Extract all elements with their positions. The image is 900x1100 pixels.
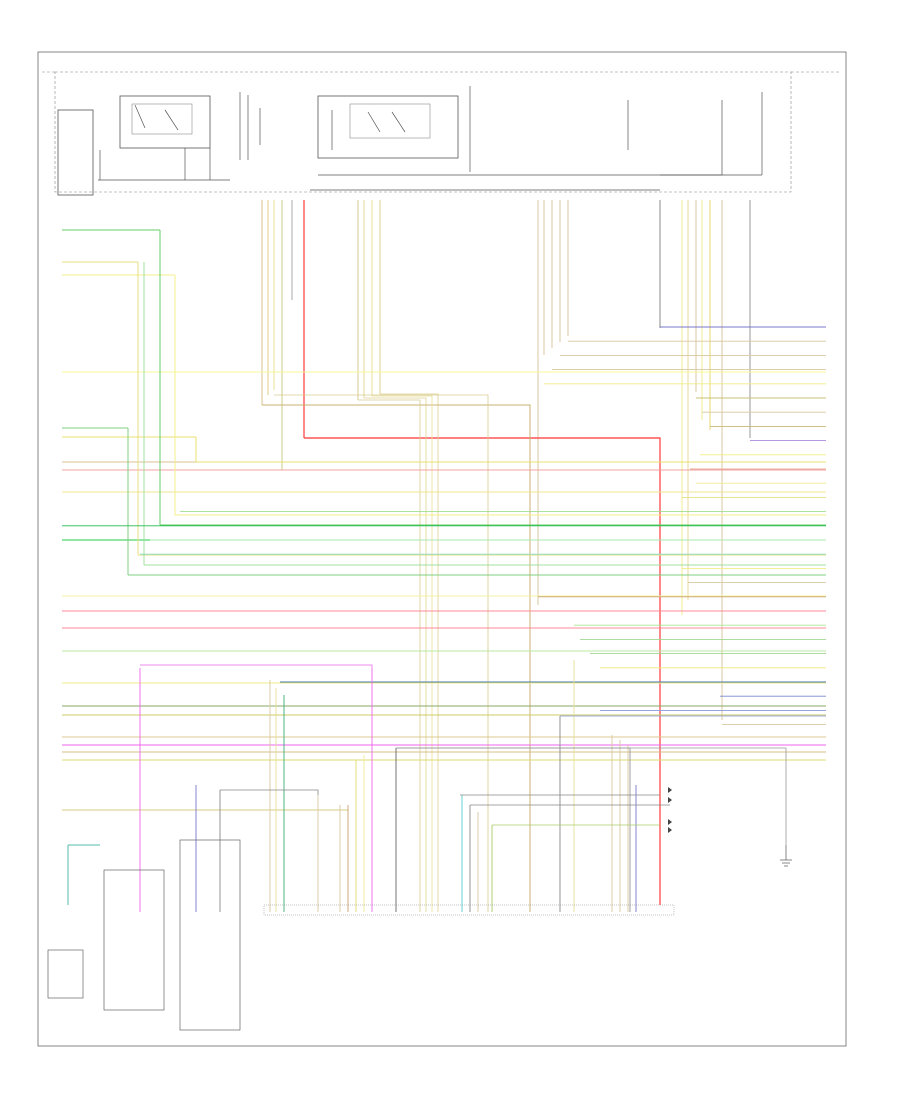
fuse-box-left [57,109,94,196]
diagram-frame [37,51,847,1047]
right-wire-group [62,326,826,726]
top-connector-bundles [261,200,751,720]
bottom-connector-bundles [139,660,637,912]
relay-2 [317,95,459,159]
bottom-left-components [47,839,241,1031]
bottom-connector-block [263,904,675,916]
relay-1 [119,95,211,149]
red-power-wire [304,437,661,905]
left-wire-group [62,229,826,811]
ground-symbol [780,845,792,867]
top-module [42,71,840,196]
connector-arrows [668,787,672,833]
